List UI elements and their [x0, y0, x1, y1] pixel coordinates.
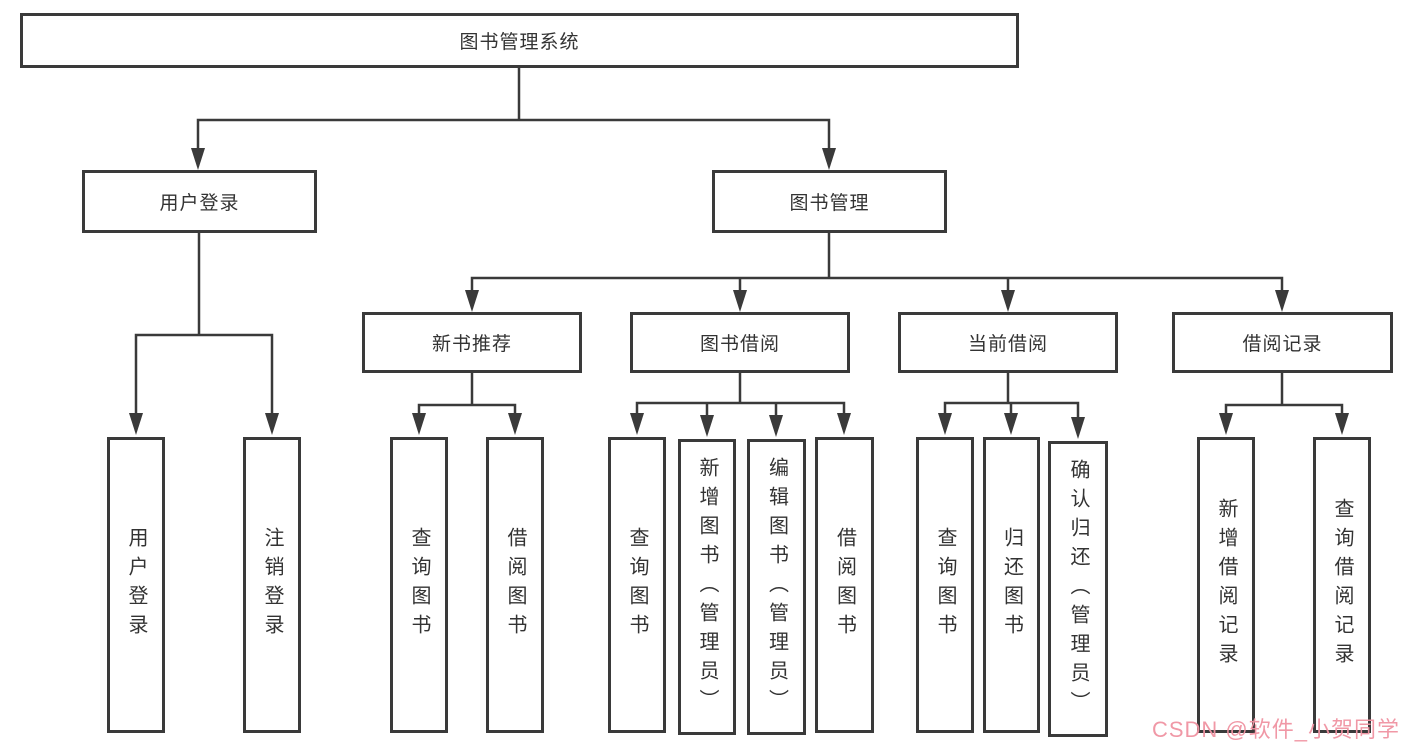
leaf-borrow-books-borrowing-label: 借阅图书 [833, 527, 856, 643]
leaf-query-books-current-label: 查询图书 [934, 527, 956, 643]
arrowhead [700, 415, 714, 437]
leaf-query-borrow-record-label: 查询借阅记录 [1331, 498, 1353, 672]
leaf-query-books-borrowing-label: 查询图书 [626, 527, 648, 643]
arrowhead [1004, 413, 1018, 435]
node-user-login-branch-label: 用户登录 [159, 193, 240, 214]
arrowhead [1219, 413, 1233, 435]
arrowhead [733, 290, 747, 312]
arrowhead [1275, 290, 1289, 312]
node-borrowing-records: 借阅记录 [1172, 312, 1393, 373]
arrowhead [769, 415, 783, 437]
leaf-edit-books-admin-label: 编辑图书（管理员） [765, 456, 788, 718]
arrowhead [412, 413, 426, 435]
node-book-management: 图书管理 [712, 170, 947, 233]
node-user-login-branch: 用户登录 [82, 170, 317, 233]
node-book-borrowing: 图书借阅 [630, 312, 850, 373]
leaf-query-books-current: 查询图书 [916, 437, 974, 733]
connector-lines [134, 66, 1344, 423]
arrowhead [938, 413, 952, 435]
arrowhead [508, 413, 522, 435]
leaf-user-login-label: 用户登录 [125, 527, 147, 643]
leaf-query-books-recommend-label: 查询图书 [408, 527, 430, 643]
arrowhead [837, 413, 851, 435]
leaf-query-borrow-record: 查询借阅记录 [1313, 437, 1371, 733]
node-new-book-recommend: 新书推荐 [362, 312, 582, 373]
node-book-management-label: 图书管理 [789, 193, 870, 214]
leaf-borrow-books-recommend: 借阅图书 [486, 437, 544, 733]
arrowhead [1001, 290, 1015, 312]
node-root: 图书管理系统 [20, 13, 1019, 68]
node-current-borrowing: 当前借阅 [898, 312, 1118, 373]
node-book-borrowing-label: 图书借阅 [699, 334, 780, 355]
leaf-borrow-books-borrowing: 借阅图书 [815, 437, 874, 733]
arrowhead [129, 413, 143, 435]
arrowheads [129, 148, 1349, 439]
node-current-borrowing-label: 当前借阅 [967, 334, 1048, 355]
arrowhead [465, 290, 479, 312]
leaf-add-books-admin-label: 新增图书（管理员） [696, 456, 718, 718]
arrowhead [265, 413, 279, 435]
arrowhead [822, 148, 836, 170]
leaf-edit-books-admin: 编辑图书（管理员） [747, 439, 806, 735]
leaf-add-books-admin: 新增图书（管理员） [678, 439, 736, 735]
leaf-logout: 注销登录 [243, 437, 301, 733]
leaf-return-books: 归还图书 [983, 437, 1040, 733]
arrowhead [630, 413, 644, 435]
leaf-add-borrow-record: 新增借阅记录 [1197, 437, 1255, 733]
leaf-query-books-recommend: 查询图书 [390, 437, 448, 733]
leaf-logout-label: 注销登录 [261, 527, 283, 643]
node-new-book-recommend-label: 新书推荐 [431, 334, 512, 355]
arrowhead [1335, 413, 1349, 435]
leaf-confirm-return-admin-label: 确认归还（管理员） [1067, 458, 1089, 720]
arrowhead [191, 148, 205, 170]
leaf-confirm-return-admin: 确认归还（管理员） [1048, 441, 1108, 737]
leaf-query-books-borrowing: 查询图书 [608, 437, 666, 733]
leaf-borrow-books-recommend-label: 借阅图书 [504, 527, 526, 643]
node-root-label: 图书管理系统 [459, 32, 580, 53]
node-borrowing-records-label: 借阅记录 [1242, 334, 1323, 355]
leaf-user-login: 用户登录 [107, 437, 165, 733]
arrowhead [1071, 417, 1085, 439]
leaf-add-borrow-record-label: 新增借阅记录 [1215, 498, 1237, 672]
leaf-return-books-label: 归还图书 [1000, 527, 1023, 643]
